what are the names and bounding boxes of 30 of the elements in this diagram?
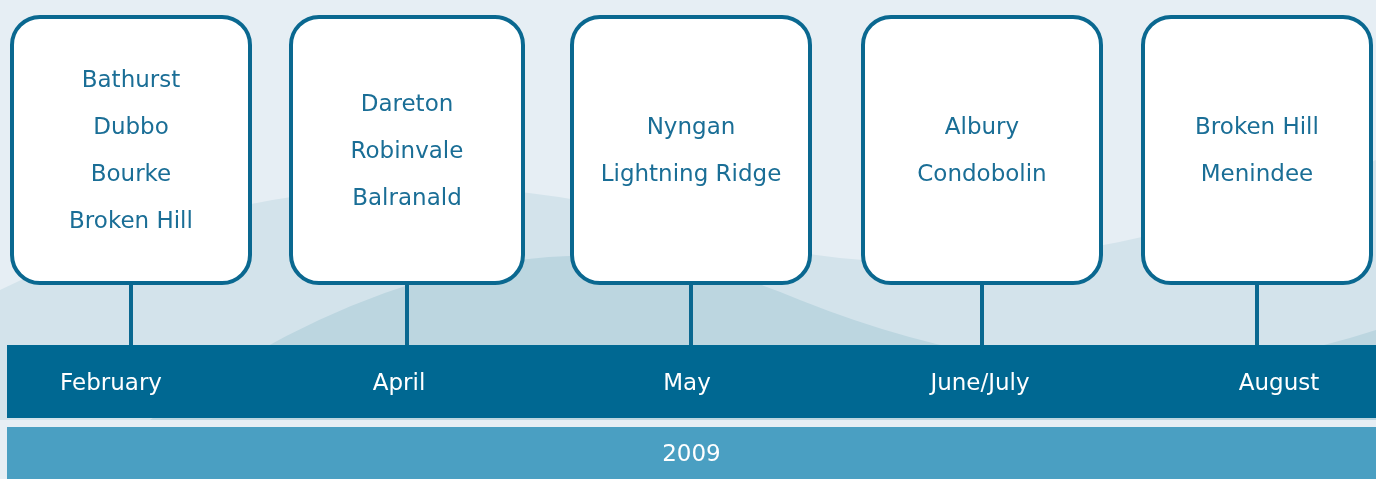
- place-name: Dubbo: [93, 112, 169, 141]
- place-name: Lightning Ridge: [600, 159, 782, 188]
- place-name: Menindee: [1200, 159, 1314, 188]
- month-label: June/July: [880, 345, 1080, 418]
- connector-line: [980, 285, 984, 345]
- place-name: Dareton: [360, 88, 454, 118]
- month-label: August: [1179, 345, 1376, 418]
- place-card: [861, 15, 1103, 285]
- month-label: April: [299, 345, 499, 418]
- year-band: 2009: [7, 427, 1376, 479]
- connector-line: [129, 285, 133, 345]
- connector-line: [405, 285, 409, 345]
- month-label: May: [587, 345, 787, 418]
- place-name: Bourke: [90, 159, 172, 188]
- month-label: February: [11, 345, 211, 418]
- place-name: Nyngan: [646, 112, 736, 141]
- place-name: Broken Hill: [1195, 112, 1319, 141]
- place-card: [570, 15, 812, 285]
- place-name: Albury: [944, 112, 1020, 141]
- place-card: [289, 15, 525, 285]
- place-name: Bathurst: [81, 65, 181, 94]
- place-card: [1141, 15, 1373, 285]
- place-name: Condobolin: [917, 159, 1047, 188]
- month-bar: [7, 345, 1376, 418]
- place-name: Broken Hill: [69, 206, 193, 235]
- connector-line: [1255, 285, 1259, 345]
- place-card: [10, 15, 252, 285]
- place-name: Balranald: [352, 182, 462, 212]
- place-name: Robinvale: [350, 135, 464, 165]
- connector-line: [689, 285, 693, 345]
